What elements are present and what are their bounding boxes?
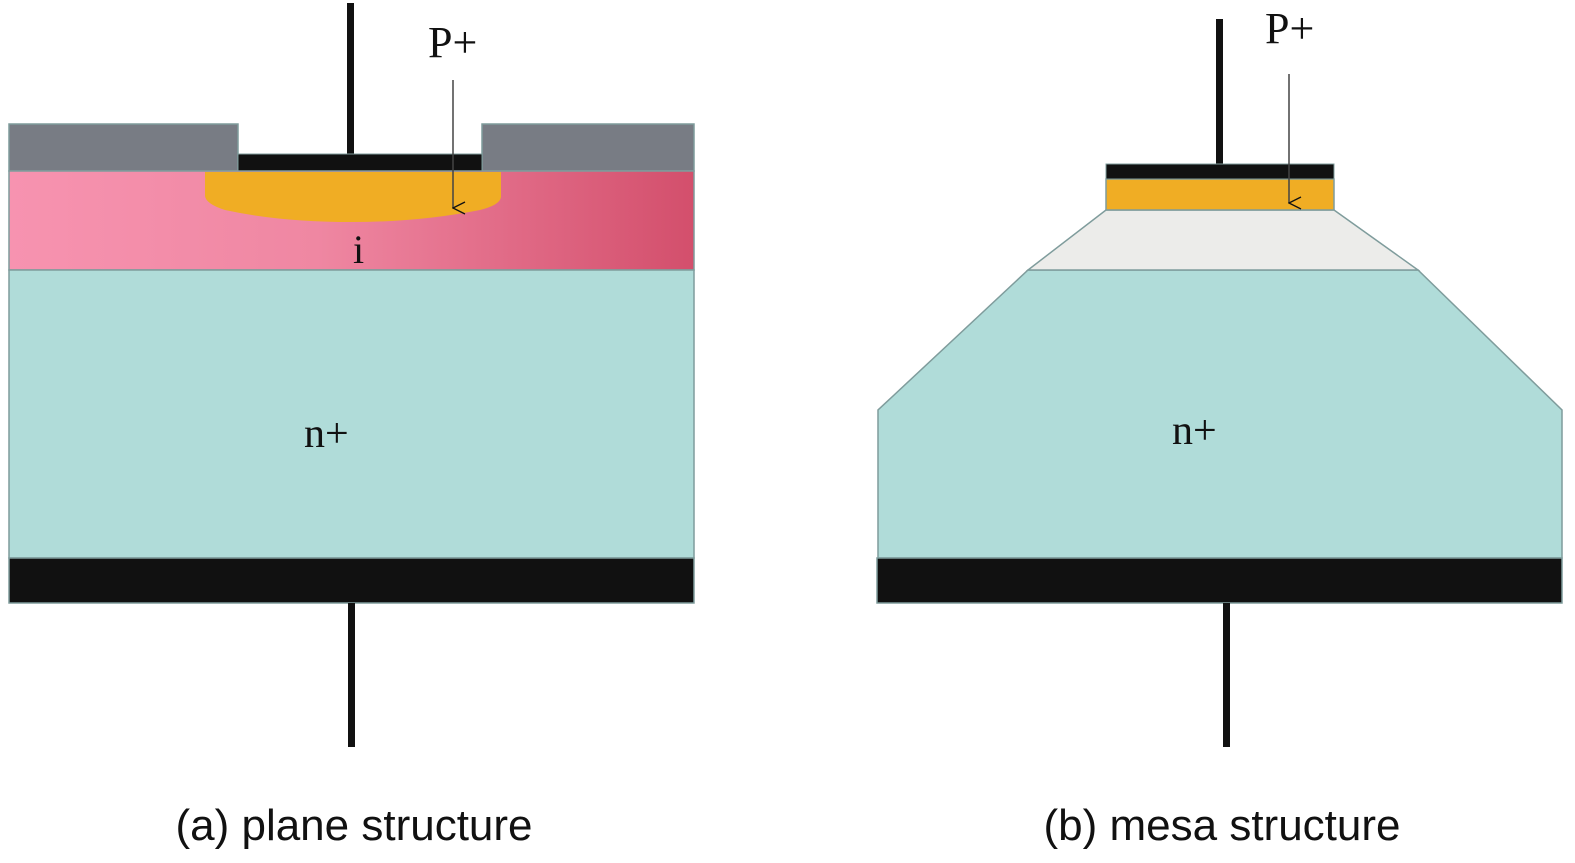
n-plus-substrate [8, 269, 695, 559]
label-p-plus: P+ [1265, 4, 1314, 53]
n-plus-substrate [877, 269, 1563, 559]
bottom-lead-wire [348, 603, 355, 747]
panel-plane-structure: P+ i n+ (a) plane structure [8, 3, 695, 850]
cathode-metal [8, 557, 695, 604]
label-n-plus: n+ [304, 411, 349, 457]
oxide-left [8, 123, 239, 172]
caption-plane-structure: (a) plane structure [175, 801, 532, 850]
anode-metal [237, 153, 483, 172]
label-p-plus: P+ [428, 18, 477, 67]
label-n-plus: n+ [1172, 408, 1217, 454]
p-plus-layer [1105, 178, 1335, 211]
label-intrinsic: i [353, 227, 364, 272]
top-lead-wire [1216, 19, 1223, 166]
anode-metal [1105, 163, 1335, 180]
cathode-metal [876, 557, 1563, 604]
caption-mesa-structure: (b) mesa structure [1044, 801, 1401, 850]
oxide-right [481, 123, 695, 172]
p-plus-region [205, 172, 501, 222]
top-lead-wire [347, 3, 354, 155]
intrinsic-layer [1025, 209, 1421, 271]
bottom-lead-wire [1223, 603, 1230, 747]
panel-mesa-structure: P+ n+ (b) mesa structure [876, 4, 1563, 850]
